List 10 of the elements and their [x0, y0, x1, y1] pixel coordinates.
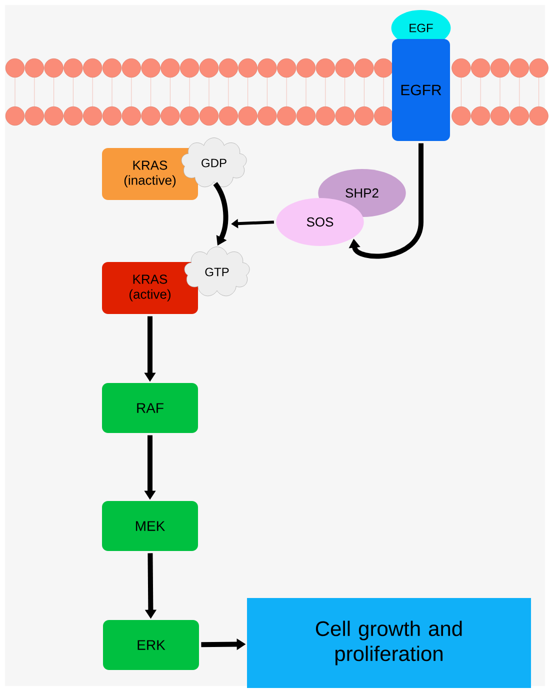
nucleotide-cloud: GTP: [184, 246, 250, 296]
outcome-box: Cell growth and proliferation: [247, 598, 531, 688]
kinase-box: ERK: [103, 620, 199, 670]
receptor-box: EGFR: [392, 39, 450, 141]
protein-box: KRAS (inactive): [102, 148, 198, 200]
protein-box: KRAS (active): [102, 262, 198, 314]
nucleotide-cloud: GDP: [181, 138, 247, 188]
kinase-box: RAF: [102, 383, 198, 433]
kinase-box: MEK: [102, 501, 198, 551]
arrow: [348, 143, 424, 259]
